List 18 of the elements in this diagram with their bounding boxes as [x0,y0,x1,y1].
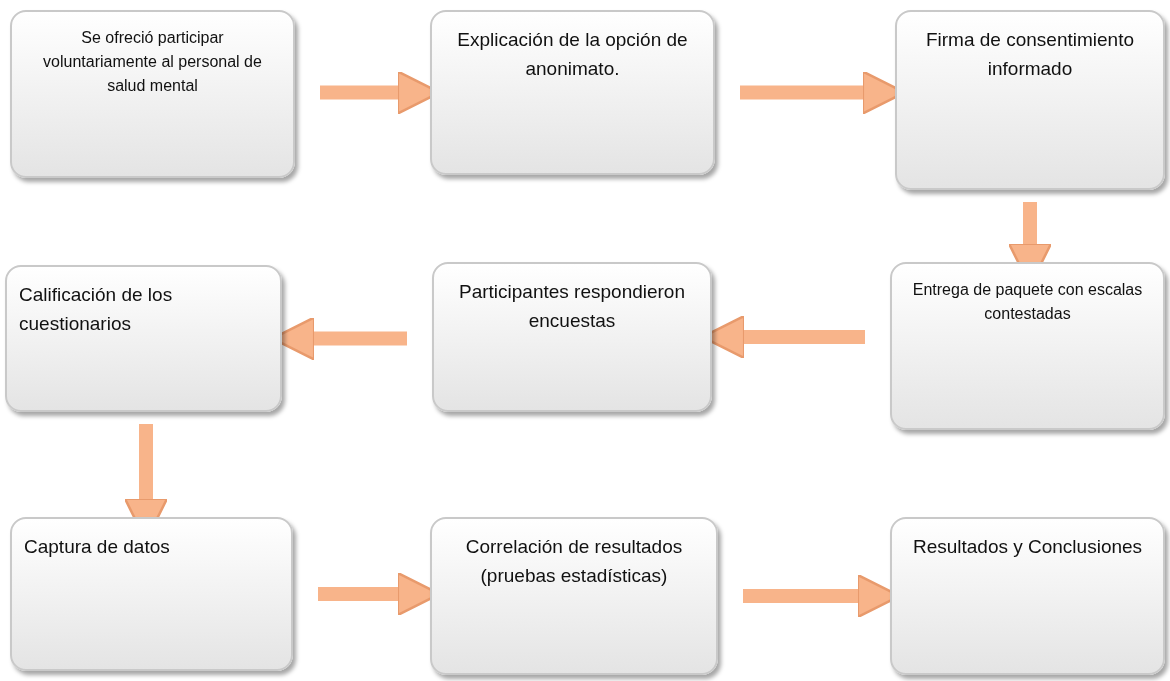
step-text: Captura de datos [24,535,171,559]
process-box [10,10,295,178]
process-box [890,262,1165,430]
process-box [430,10,715,175]
process-box [432,262,712,412]
process-box [890,517,1165,675]
step-text: Entrega de paquete con escalas contestadas [911,280,1144,324]
process-box [10,517,293,671]
process-box [430,517,718,675]
step-text: Firma de consentimiento informado [924,28,1135,81]
step-text: Resultados y Conclusiones [911,535,1144,559]
step-text: Correlación de resultados (pruebas estadísticas) [464,535,684,588]
process-box [895,10,1165,190]
step-text: Participantes respondieron encuestas [458,280,686,333]
step-text: Explicación de la opción de anonimato. [456,28,689,81]
process-box [5,265,282,412]
step-text: Calificación de los cuestionarios [19,283,174,336]
step-text: Se ofreció participar voluntariamente al personal de salud mental [42,28,263,96]
